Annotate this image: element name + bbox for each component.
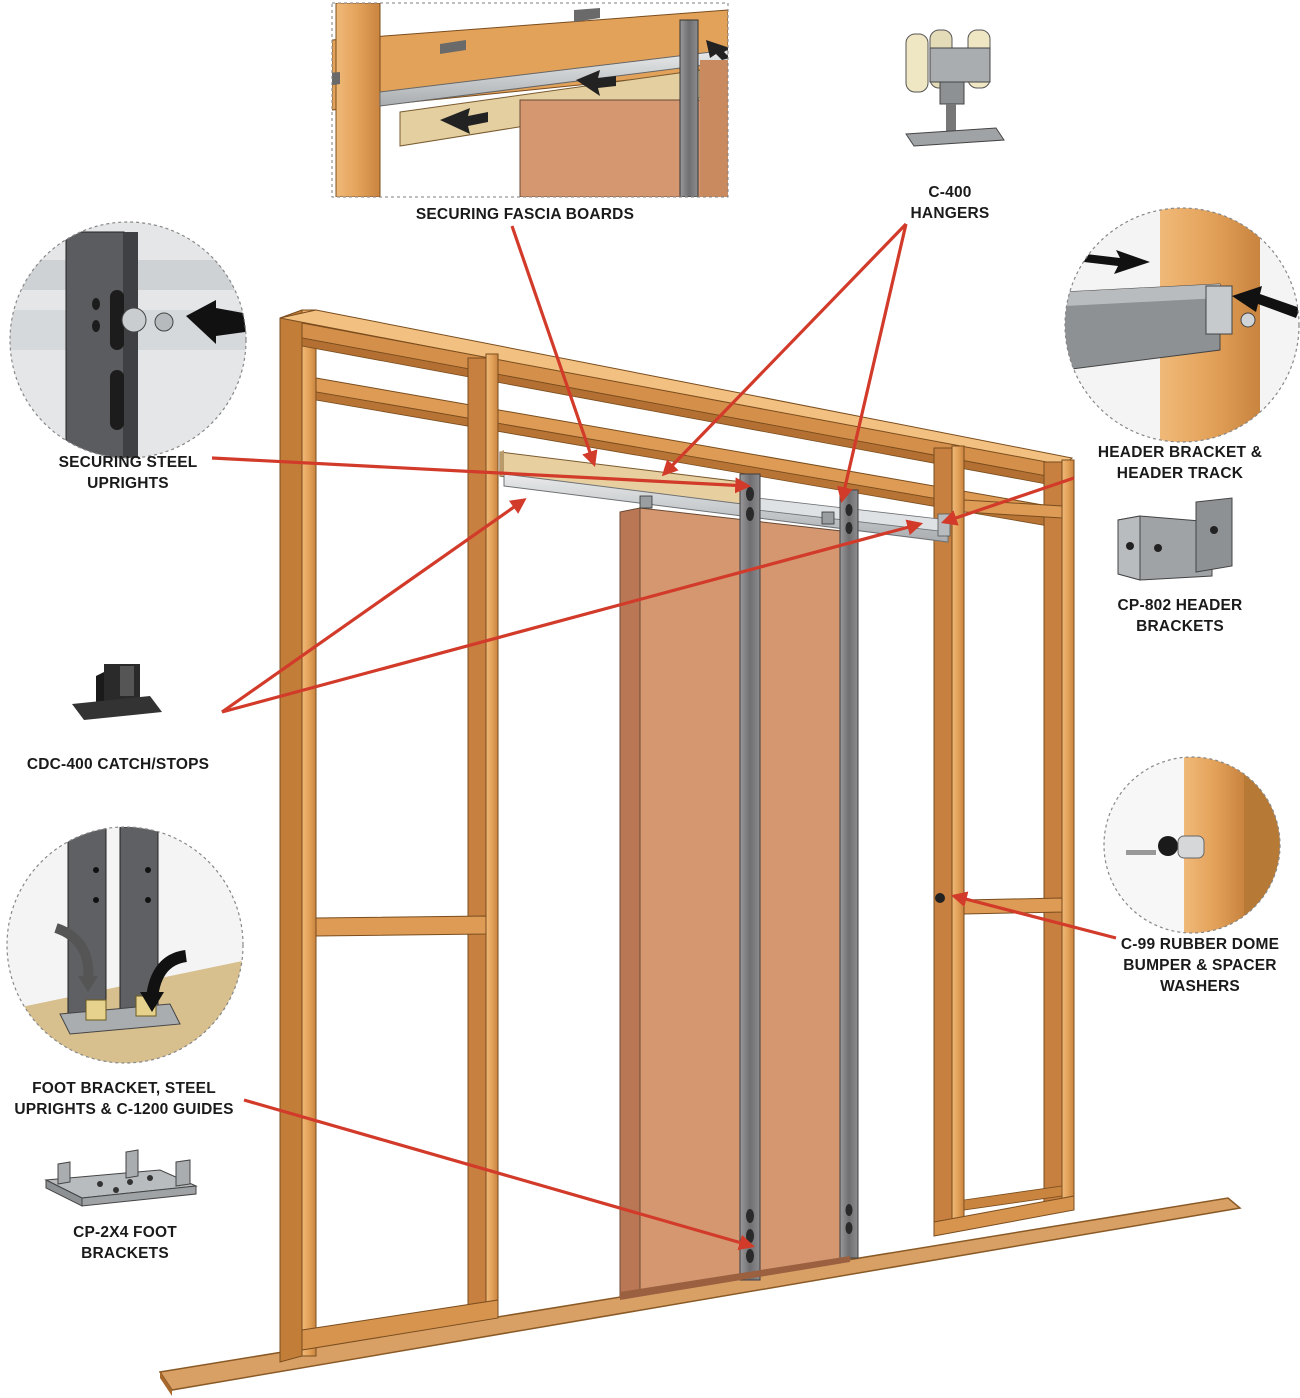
steel-upright-right (839, 489, 859, 1259)
right-bottom-rail (933, 1195, 1075, 1237)
left-inner-stud (467, 353, 499, 1319)
hanger-right (821, 511, 835, 525)
label-line: HEADER TRACK (1116, 465, 1244, 482)
label-line: UPRIGHTS & C-1200 GUIDES (14, 1101, 234, 1118)
label-securing-steel-uprights: SECURING STEEL UPRIGHTS (38, 452, 218, 494)
inset-rubber-bumper (1103, 756, 1281, 934)
c400-hanger-image (905, 29, 1005, 147)
cp2x4-bracket-image (44, 1149, 198, 1207)
label-header-bracket-track: HEADER BRACKET & HEADER TRACK (1080, 442, 1280, 484)
left-mid-rail (315, 915, 487, 937)
label-line: UPRIGHTS (87, 475, 169, 492)
label-line: SECURING STEEL (58, 454, 198, 471)
label-line: SECURING FASCIA BOARDS (415, 206, 635, 223)
arrow-hanger-right (837, 223, 908, 504)
label-securing-fascia-boards: SECURING FASCIA BOARDS (400, 204, 650, 225)
arrow-fascia (510, 225, 598, 468)
label-line: BRACKETS (81, 1245, 169, 1262)
label-line: WASHERS (1160, 978, 1240, 995)
door-panel (619, 507, 851, 1297)
label-line: BUMPER & SPACER (1123, 957, 1277, 974)
arrow-header-track (940, 476, 1075, 526)
right-inner-jamb (933, 445, 965, 1231)
label-line: HEADER BRACKET & (1097, 444, 1263, 461)
right-upper-rail (963, 499, 1063, 519)
label-line: FOOT BRACKET, STEEL (32, 1080, 216, 1097)
label-c99-rubber-dome: C-99 RUBBER DOME BUMPER & SPACER WASHERS (1100, 934, 1300, 997)
label-line: C-400 (928, 184, 972, 201)
main-frame (158, 309, 1242, 1396)
cdc400-catch-image (72, 664, 162, 720)
right-outer-post (1043, 459, 1075, 1211)
label-foot-bracket-uprights-guides: FOOT BRACKET, STEEL UPRIGHTS & C-1200 GUI… (0, 1078, 248, 1120)
label-line: BRACKETS (1136, 618, 1224, 635)
right-mid-rail (963, 897, 1063, 915)
label-line: CDC-400 CATCH/STOPS (26, 756, 210, 773)
arrow-catch-left (221, 498, 527, 714)
inset-fascia-boards (331, 2, 729, 198)
label-line: CP-2X4 FOOT (73, 1224, 177, 1241)
cp802-bracket-image (1117, 497, 1233, 581)
arrow-steel-uprights (211, 456, 752, 494)
arrow-catch-right (221, 519, 924, 714)
label-cp802-header-brackets: CP-802 HEADER BRACKETS (1090, 595, 1270, 637)
inset-header-bracket (1064, 207, 1300, 443)
arrow-hanger-left (661, 222, 908, 477)
leader-arrows (211, 222, 1117, 1251)
label-cdc400-catch-stops: CDC-400 CATCH/STOPS (8, 754, 228, 775)
arrow-foot-bracket (243, 1098, 756, 1251)
inset-foot-bracket (6, 826, 244, 1064)
rubber-bumper (935, 893, 945, 903)
steel-upright-left (739, 473, 761, 1281)
label-line: C-99 RUBBER DOME (1120, 936, 1280, 953)
left-bottom-rail (301, 1299, 499, 1351)
inset-steel-uprights (9, 221, 247, 459)
label-cp2x4-foot-brackets: CP-2X4 FOOT BRACKETS (40, 1222, 210, 1264)
hanger-left (639, 495, 653, 509)
label-line: CP-802 HEADER (1117, 597, 1243, 614)
label-line: HANGERS (910, 205, 990, 222)
left-jamb (279, 309, 317, 1363)
arrow-bumper (950, 891, 1117, 940)
